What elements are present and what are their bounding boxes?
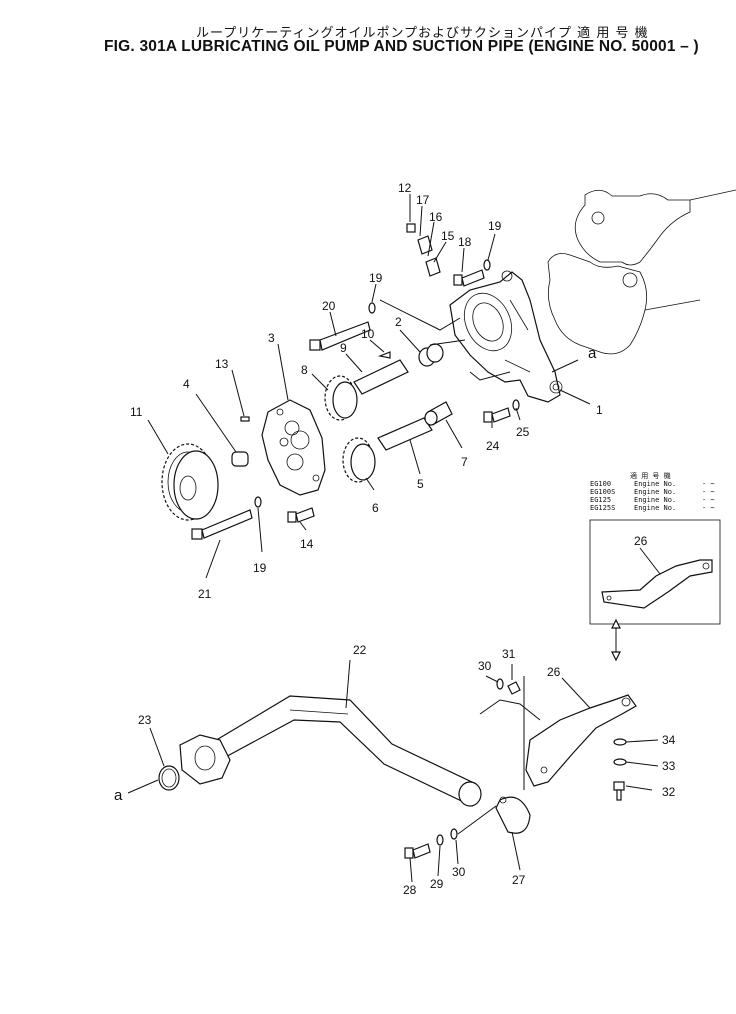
table-model: EG100S	[590, 488, 615, 496]
callout-8: 8	[301, 363, 308, 377]
bushing-4	[231, 451, 249, 467]
callout-34: 34	[662, 733, 676, 747]
callout-26b: 26	[547, 665, 561, 679]
washer-34	[613, 738, 627, 746]
table-engine: Engine No.	[634, 496, 676, 504]
washer-29	[436, 834, 444, 846]
callout-15: 15	[441, 229, 455, 243]
washer-30-upper	[496, 678, 504, 690]
callout-12: 12	[398, 181, 412, 195]
table-range: - ~	[702, 488, 715, 496]
callout-19c: 19	[253, 561, 267, 575]
callout-24: 24	[486, 439, 500, 453]
table-range: - ~	[702, 480, 715, 488]
callout-21: 21	[198, 587, 212, 601]
table-engine: Engine No.	[634, 480, 676, 488]
figure-title-japanese: ループリケーティングオイルポンプおよびサクションパイプ 適 用 号 機	[196, 26, 649, 41]
bolt-21	[191, 509, 253, 540]
bolt-14	[287, 507, 315, 523]
pin-13	[240, 416, 250, 422]
callout-23: 23	[138, 713, 152, 727]
callout-2: 2	[395, 315, 402, 329]
callout-32: 32	[662, 785, 676, 799]
callout-11: 11	[130, 405, 143, 419]
pump-gear-lower	[342, 437, 376, 483]
callout-6: 6	[372, 501, 379, 515]
callout-labels: 1 2 3 4 5 6 7 8 9 10 11 12 13 14 15 16 1…	[114, 181, 676, 897]
pipe-clamp	[495, 796, 531, 834]
callout-16: 16	[429, 210, 443, 224]
callout-20: 20	[322, 299, 336, 313]
callout-22: 22	[353, 643, 367, 657]
callout-27: 27	[512, 873, 526, 887]
callout-18: 18	[458, 235, 472, 249]
pin-10	[377, 351, 391, 359]
callout-31: 31	[502, 647, 516, 661]
washer-33	[613, 758, 627, 766]
pump-gear-upper	[324, 375, 358, 421]
relief-valve-parts	[406, 223, 441, 277]
bolt-20	[309, 321, 371, 351]
callout-19b: 19	[369, 271, 383, 285]
o-ring	[158, 765, 180, 791]
table-engine: Engine No.	[634, 504, 676, 512]
leader-lines	[127, 194, 661, 883]
callout-9: 9	[340, 341, 347, 355]
table-model: EG100	[590, 480, 611, 488]
callout-10: 10	[361, 327, 375, 341]
engine-block-outline	[547, 189, 736, 355]
double-arrow	[611, 618, 621, 662]
drive-gear	[161, 443, 219, 521]
table-engine: Engine No.	[634, 488, 676, 496]
washer-30-lower	[450, 828, 458, 840]
callout-3: 3	[268, 331, 275, 345]
callout-29: 29	[430, 877, 444, 891]
bolt-24	[483, 407, 511, 423]
table-range: - ~	[702, 496, 715, 504]
nut-31	[507, 681, 521, 695]
figure-title: FIG. 301A LUBRICATING OIL PUMP AND SUCTI…	[104, 38, 699, 55]
washer-19-lower	[254, 496, 262, 508]
suction-pipe	[179, 695, 482, 807]
callout-26a: 26	[634, 534, 648, 548]
callout-30a: 30	[452, 865, 466, 879]
bolt-28	[404, 843, 431, 859]
bushing-2	[418, 343, 444, 367]
applicability-table: 適 用 号 機 EG100 Engine No. - ~ EG100S Engi…	[590, 471, 715, 512]
pump-body	[449, 270, 563, 403]
shaft-lower	[377, 417, 433, 451]
callout-28: 28	[403, 883, 417, 897]
callout-25: 25	[516, 425, 530, 439]
callout-1: 1	[596, 403, 603, 417]
washer-19-right	[483, 259, 491, 271]
table-model: EG125	[590, 496, 611, 504]
table-model: EG125S	[590, 504, 615, 512]
table-heading: 適 用 号 機	[630, 471, 671, 480]
alternate-bracket-box	[589, 519, 721, 625]
connector-a-lower: a	[114, 787, 123, 804]
callout-14: 14	[300, 537, 314, 551]
table-range: - ~	[702, 504, 715, 512]
bolt-18	[453, 269, 485, 287]
callout-5: 5	[417, 477, 424, 491]
connector-a-upper: a	[588, 345, 597, 362]
shaft-upper	[353, 359, 409, 395]
washer-25	[512, 399, 520, 411]
washer-19-upper	[368, 302, 376, 314]
callout-17: 17	[416, 193, 430, 207]
callout-30b: 30	[478, 659, 492, 673]
callout-33: 33	[662, 759, 676, 773]
callout-7: 7	[461, 455, 468, 469]
bolt-32	[613, 781, 625, 801]
bushing-7	[424, 401, 453, 426]
callout-19a: 19	[488, 219, 502, 233]
gear-cover-plate	[261, 399, 326, 496]
callout-4: 4	[183, 377, 190, 391]
callout-13: 13	[215, 357, 229, 371]
